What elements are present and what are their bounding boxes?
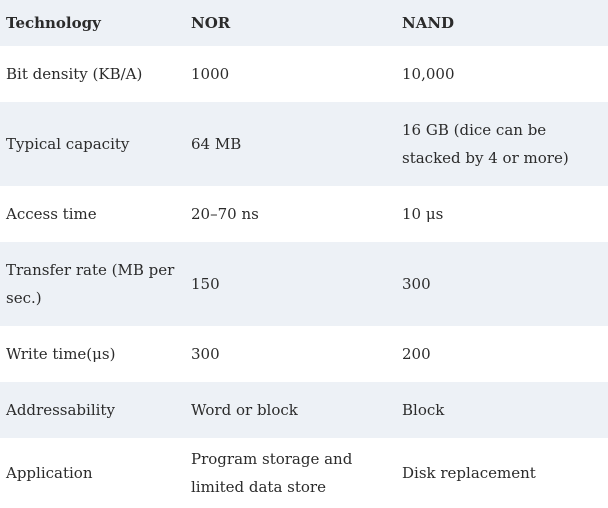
- row-label: Access time: [6, 205, 97, 223]
- nor-value: 64 MB: [191, 135, 242, 153]
- nand-value: 200: [402, 345, 431, 363]
- nand-value: Disk replacement: [402, 464, 536, 482]
- table-row: Bit density (KB/A) 1000 10,000: [0, 46, 608, 102]
- nand-value: Block: [402, 401, 445, 419]
- nand-value: 300: [402, 275, 431, 293]
- nor-value: 300: [191, 345, 220, 363]
- table-row: Access time 20–70 ns 10 μs: [0, 186, 608, 242]
- nor-value: 150: [191, 275, 220, 293]
- nor-value: Program storage and limited data store: [191, 450, 353, 496]
- row-label: Bit density (KB/A): [6, 65, 143, 83]
- row-label: Application: [6, 464, 93, 482]
- header-row: Technology NOR NAND: [0, 0, 608, 46]
- nor-value: Word or block: [191, 401, 298, 419]
- table-row: Application Program storage and limited …: [0, 438, 608, 508]
- nand-value: 10 μs: [402, 205, 444, 223]
- row-label: Addressability: [6, 401, 115, 419]
- header-nand: NAND: [402, 14, 455, 32]
- nor-value: 20–70 ns: [191, 205, 259, 223]
- nor-value: 1000: [191, 65, 230, 83]
- table-row: Write time(μs) 300 200: [0, 326, 608, 382]
- row-label: Write time(μs): [6, 345, 116, 363]
- table-row: Typical capacity 64 MB 16 GB (dice can b…: [0, 102, 608, 186]
- row-label: Transfer rate (MB per sec.): [6, 261, 175, 307]
- header-technology: Technology: [6, 14, 101, 32]
- nand-value: 10,000: [402, 65, 455, 83]
- header-nor: NOR: [191, 14, 231, 32]
- table-row: Addressability Word or block Block: [0, 382, 608, 438]
- nand-value: 16 GB (dice can be stacked by 4 or more): [402, 121, 569, 167]
- table-row: Transfer rate (MB per sec.) 150 300: [0, 242, 608, 326]
- row-label: Typical capacity: [6, 135, 130, 153]
